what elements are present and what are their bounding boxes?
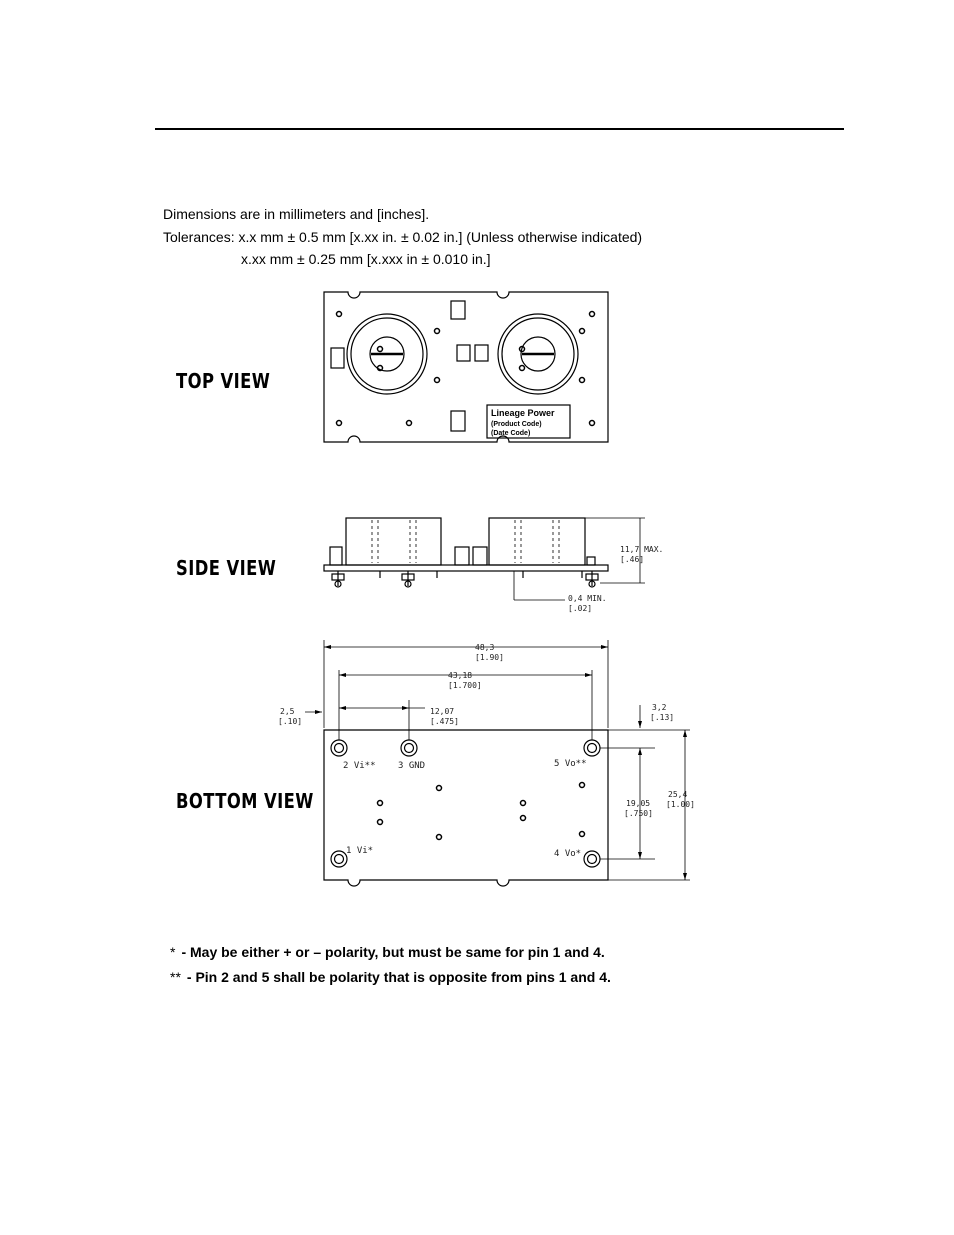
bottom-view-label: BOTTOM VIEW (176, 789, 314, 813)
tolerance-note-2: x.xx mm ± 0.25 mm [x.xxx in ± 0.010 in.] (241, 251, 491, 267)
overall-height-dim: 25,4 (668, 790, 687, 799)
label-plate-line1: Lineage Power (491, 408, 555, 418)
top-left-component-outer (346, 313, 428, 395)
footnote-1-mark: * (170, 944, 176, 960)
footnote-2-text: - Pin 2 and 5 shall be polarity that is … (186, 969, 611, 985)
footnote-2-mark: ** (170, 969, 181, 985)
label-plate-line2: (Product Code) (491, 421, 542, 428)
side-view-drawing (323, 517, 645, 601)
top-part-4 (474, 344, 489, 362)
overall-width-dim: 48,3 (475, 643, 494, 652)
footnote-1-text: - May be either + or – polarity, but mus… (181, 944, 605, 960)
side-part-1 (329, 546, 343, 566)
label-plate (486, 404, 571, 439)
top-left-component-inner (350, 317, 424, 391)
pin-4 (583, 850, 601, 868)
side-height-dim: 11,7 MAX. (620, 545, 663, 554)
pin-5 (583, 739, 601, 757)
pin-4-label: 4 Vo* (554, 849, 581, 859)
side-standoff-dim-in: [.02] (568, 604, 592, 613)
side-left-component (345, 517, 442, 566)
side-height-dim-in: [.46] (620, 555, 644, 564)
pin-span-dim: 43,18 (448, 671, 472, 680)
dimension-units-note: Dimensions are in millimeters and [inche… (163, 206, 430, 222)
pin-span-dim-in: [1.700] (448, 681, 482, 690)
top-board-outline (323, 291, 609, 443)
side-right-component (488, 517, 586, 566)
top-right-knob (520, 336, 556, 372)
overall-height-dim-in: [1.00] (666, 800, 695, 809)
tolerance-note: Tolerances: x.x mm ± 0.5 mm [x.xx in. ± … (163, 229, 643, 245)
top-offset-dim: 3,2 (652, 703, 667, 712)
gnd-offset-dim: 12,07 (430, 707, 454, 716)
gnd-offset-dim-in: [.475] (430, 717, 459, 726)
top-offset-dim-in: [.13] (650, 713, 674, 722)
side-part-3 (472, 546, 488, 566)
pin-1 (330, 850, 348, 868)
bottom-view-drawing (305, 640, 690, 887)
side-part-2 (454, 546, 470, 566)
edge-offset-dim-in: [.10] (278, 717, 302, 726)
side-view-label: SIDE VIEW (176, 556, 277, 580)
overall-width-dim-in: [1.90] (475, 653, 504, 662)
header-rule (155, 128, 844, 130)
top-right-component-inner (501, 317, 575, 391)
top-left-knob (369, 336, 405, 372)
top-view-label: TOP VIEW (176, 369, 271, 393)
top-part-5 (450, 410, 466, 432)
edge-offset-dim: 2,5 (280, 707, 295, 716)
top-right-component-outer (497, 313, 579, 395)
bottom-board-outline (323, 729, 609, 887)
pin-2-label: 2 Vi** (343, 761, 376, 771)
side-part-4 (586, 556, 596, 566)
pin-3-label: 3 GND (398, 761, 425, 771)
pin-1-label: 1 Vi* (346, 846, 373, 856)
top-part-3 (456, 344, 471, 362)
top-part-2 (330, 347, 345, 369)
side-board (323, 564, 609, 572)
pin-pitch-dim-in: [.750] (624, 809, 653, 818)
side-standoff-dim: 0,4 MIN. (568, 594, 607, 603)
top-view-drawing (323, 291, 609, 443)
pin-2 (330, 739, 348, 757)
pin-3 (400, 739, 418, 757)
footnote-1: * - May be either + or – polarity, but mu… (170, 944, 605, 960)
pin-pitch-dim: 19,05 (626, 799, 650, 808)
pin-5-label: 5 Vo** (554, 759, 587, 769)
label-plate-line3: (Date Code) (491, 430, 530, 437)
footnote-2: ** - Pin 2 and 5 shall be polarity that i… (170, 969, 611, 985)
top-part-1 (450, 300, 466, 320)
